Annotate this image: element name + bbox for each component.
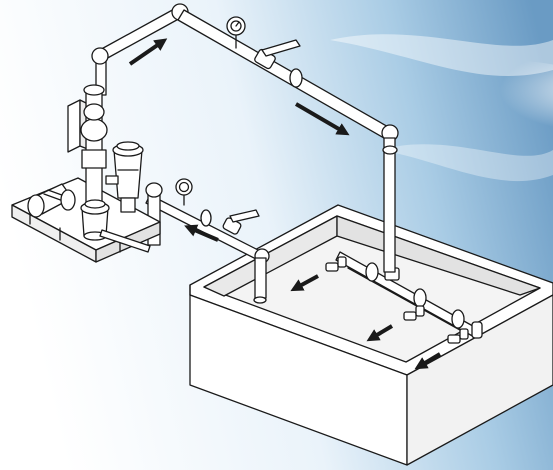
spray-manifold xyxy=(325,251,483,344)
background-swirl xyxy=(360,60,553,180)
flow-arrows xyxy=(128,38,442,370)
spray-nozzle xyxy=(403,311,417,321)
manifold-coupling xyxy=(413,288,427,308)
equipment-skid xyxy=(11,84,161,263)
manifold-pipe xyxy=(347,267,461,331)
pipe-elbow xyxy=(91,47,109,65)
column-bulb xyxy=(80,118,108,142)
suction-inlet xyxy=(253,296,267,304)
flow-arrow xyxy=(290,274,319,292)
drop-pipe xyxy=(383,137,396,273)
manifold-coupling xyxy=(365,262,379,282)
pipe-coupling xyxy=(382,145,398,155)
flow-arrow xyxy=(366,324,394,342)
flow-arrow xyxy=(294,102,350,136)
spray-nozzle xyxy=(337,256,347,268)
flow-arrow xyxy=(414,352,442,370)
pump-motor xyxy=(27,183,76,218)
flow-arrow xyxy=(128,38,168,66)
tank-side-wall xyxy=(406,294,553,466)
manifold-end-cap xyxy=(471,321,483,339)
background-streak xyxy=(330,34,553,77)
column-bulb xyxy=(83,103,105,121)
pipe-union xyxy=(289,68,303,88)
vertical-filter-column xyxy=(80,84,108,215)
spray-nozzle xyxy=(459,328,469,340)
suction-pipe xyxy=(254,257,267,299)
valve-handle-supply xyxy=(254,39,301,70)
spray-nozzle xyxy=(415,305,425,317)
pipe-elbow xyxy=(145,182,163,198)
valve-handle-return xyxy=(222,209,260,235)
background-streak xyxy=(380,144,553,182)
manifold-coupling xyxy=(451,309,465,329)
cartridge-filter xyxy=(112,141,144,213)
skid-pipe xyxy=(105,175,119,185)
pressure-gauge-supply xyxy=(226,16,246,49)
spray-nozzle xyxy=(447,334,461,344)
pipe-union xyxy=(200,209,212,227)
supply-pipe xyxy=(91,3,399,273)
pressure-gauge-return xyxy=(175,178,193,206)
skid-pipe xyxy=(99,229,151,253)
spray-nozzles xyxy=(325,256,469,344)
spray-nozzle xyxy=(325,262,339,272)
flow-arrow xyxy=(184,224,219,242)
